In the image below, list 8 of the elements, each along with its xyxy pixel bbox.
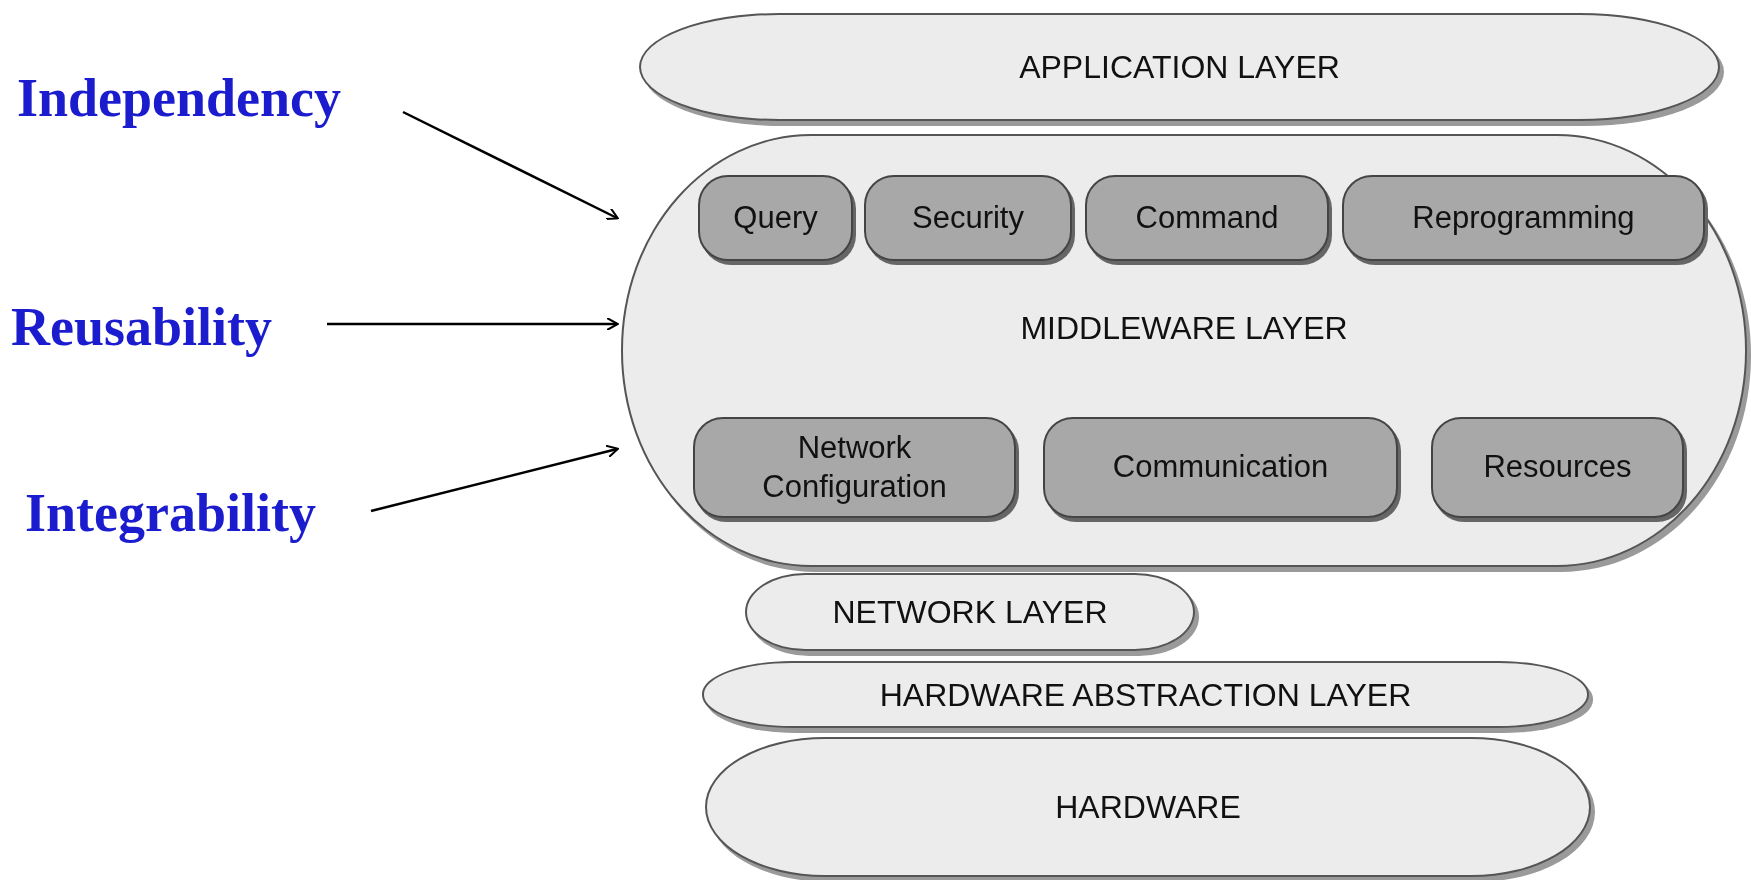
arrow [402,110,619,220]
property-label: Reusability [11,296,331,358]
layer-box: HARDWARE [705,737,1591,877]
property-label: Integrability [25,480,375,546]
property-label: Independency [17,67,407,129]
arrow [327,317,619,331]
arrow [370,444,619,513]
layer-title: MIDDLEWARE LAYER [1020,309,1348,348]
